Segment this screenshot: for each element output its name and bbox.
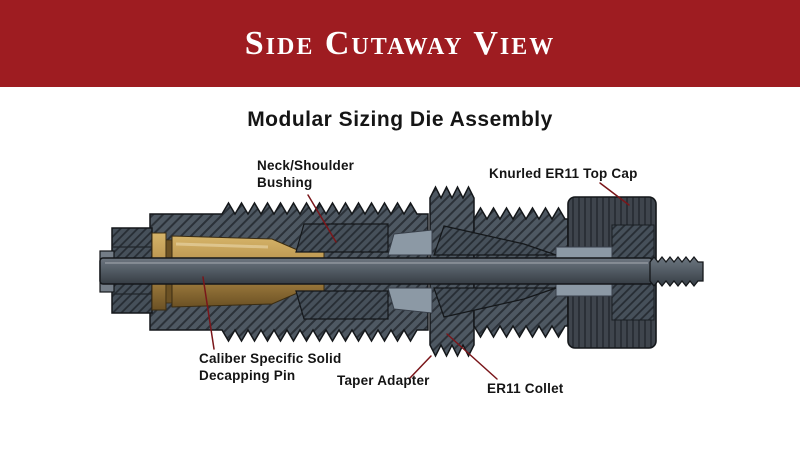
case-highlight: [175, 242, 269, 249]
header-banner: Side Cutaway View: [0, 0, 800, 87]
decapping-rod: [99, 257, 653, 285]
label-er11-collet: ER11 Collet: [487, 381, 564, 396]
leader-collet: [446, 333, 498, 380]
leader-decapping-pin: [202, 276, 215, 350]
label-decapping-pin: Caliber Specific Solid Decapping Pin: [199, 351, 342, 384]
leader-lines: [202, 182, 630, 380]
bushing-top: [295, 223, 389, 253]
label-neck-shoulder-bushing: Neck/Shoulder Bushing: [257, 158, 355, 191]
banner-title: Side Cutaway View: [244, 24, 556, 62]
label-knurled-top-cap: Knurled ER11 Top Cap: [489, 166, 638, 181]
collet-top: [433, 225, 557, 256]
leader-bushing: [307, 194, 337, 243]
rod-threaded-tail: [649, 255, 704, 288]
bushing-bottom: [295, 290, 389, 320]
label-taper-adapter: Taper Adapter: [337, 373, 430, 388]
adapter-bore-bottom: [387, 287, 433, 314]
adapter-bore-top: [387, 229, 433, 256]
diagram-title: Modular Sizing Die Assembly: [247, 108, 553, 131]
collet-bottom: [433, 287, 557, 318]
leader-top-cap: [599, 182, 630, 206]
leader-taper-adapter: [409, 355, 432, 379]
